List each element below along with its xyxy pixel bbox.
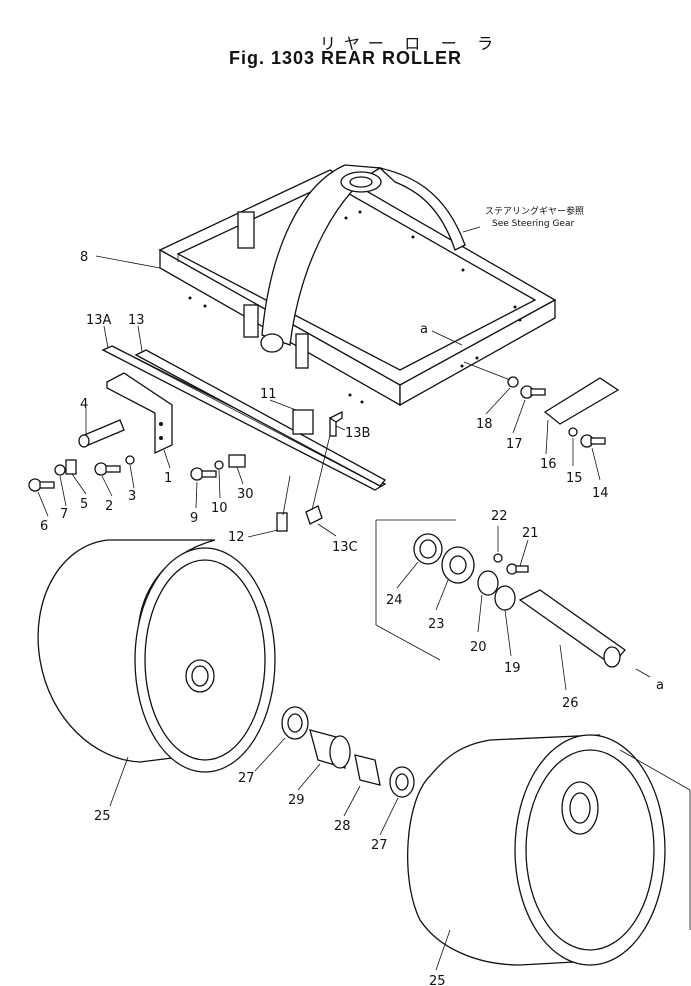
label-part-21: 21 xyxy=(522,526,539,541)
label-part-1: 1 xyxy=(164,471,172,486)
scraper-bars xyxy=(101,345,387,491)
label-part-27-right: 27 xyxy=(371,838,388,853)
label-part-22: 22 xyxy=(491,509,508,524)
part-labels: 8 13A 13 a 4 11 13B 18 17 16 15 14 1 3 2… xyxy=(40,250,664,986)
label-part-13c: 13C xyxy=(332,540,358,555)
label-part-25-right: 25 xyxy=(429,974,446,986)
label-part-13b: 13B xyxy=(345,426,370,441)
title-japanese: リヤー ロ ー ラ xyxy=(319,36,502,53)
center-bearings xyxy=(281,706,415,798)
steering-gear-note-en: See Steering Gear xyxy=(492,219,574,229)
label-part-11: 11 xyxy=(260,387,277,402)
fasteners-left xyxy=(28,454,246,492)
label-part-14: 14 xyxy=(592,486,609,501)
label-part-16: 16 xyxy=(540,457,557,472)
label-ref-a-top: a xyxy=(420,322,428,337)
label-part-30: 30 xyxy=(237,487,254,502)
label-part-17: 17 xyxy=(506,437,523,452)
label-part-9: 9 xyxy=(190,511,198,526)
leader-lines xyxy=(37,226,651,971)
label-part-2: 2 xyxy=(105,499,113,514)
label-part-29: 29 xyxy=(288,793,305,808)
label-part-8: 8 xyxy=(80,250,88,265)
yoke-arch xyxy=(260,164,466,353)
label-part-7: 7 xyxy=(60,507,68,522)
label-part-15: 15 xyxy=(566,471,583,486)
label-part-18: 18 xyxy=(476,417,493,432)
label-part-5: 5 xyxy=(80,497,88,512)
label-part-28: 28 xyxy=(334,819,351,834)
roller-drum-right xyxy=(407,734,691,966)
label-part-24: 24 xyxy=(386,593,403,608)
bracket xyxy=(106,372,173,455)
axle-assembly xyxy=(375,519,626,668)
label-part-12: 12 xyxy=(228,530,245,545)
steering-gear-note-jp: ステアリングギヤー参照 xyxy=(485,205,584,217)
label-part-20: 20 xyxy=(470,640,487,655)
label-part-26: 26 xyxy=(562,696,579,711)
label-part-13a: 13A xyxy=(86,313,112,328)
fasteners-center xyxy=(276,409,343,532)
label-part-13: 13 xyxy=(128,313,145,328)
figure-title: Fig. 1303 REAR ROLLER xyxy=(228,48,463,68)
roller-frame xyxy=(158,169,557,407)
label-part-19: 19 xyxy=(504,661,521,676)
fasteners-right xyxy=(463,361,620,448)
label-part-23: 23 xyxy=(428,617,445,632)
roller-drum-left xyxy=(37,539,276,773)
label-part-6: 6 xyxy=(40,519,48,534)
label-ref-a-right: a xyxy=(656,678,664,693)
label-part-25-left: 25 xyxy=(94,809,111,824)
label-part-3: 3 xyxy=(128,489,136,504)
label-part-10: 10 xyxy=(211,501,228,516)
label-part-27-left: 27 xyxy=(238,771,255,786)
label-part-4: 4 xyxy=(80,397,88,412)
pin xyxy=(78,419,125,448)
